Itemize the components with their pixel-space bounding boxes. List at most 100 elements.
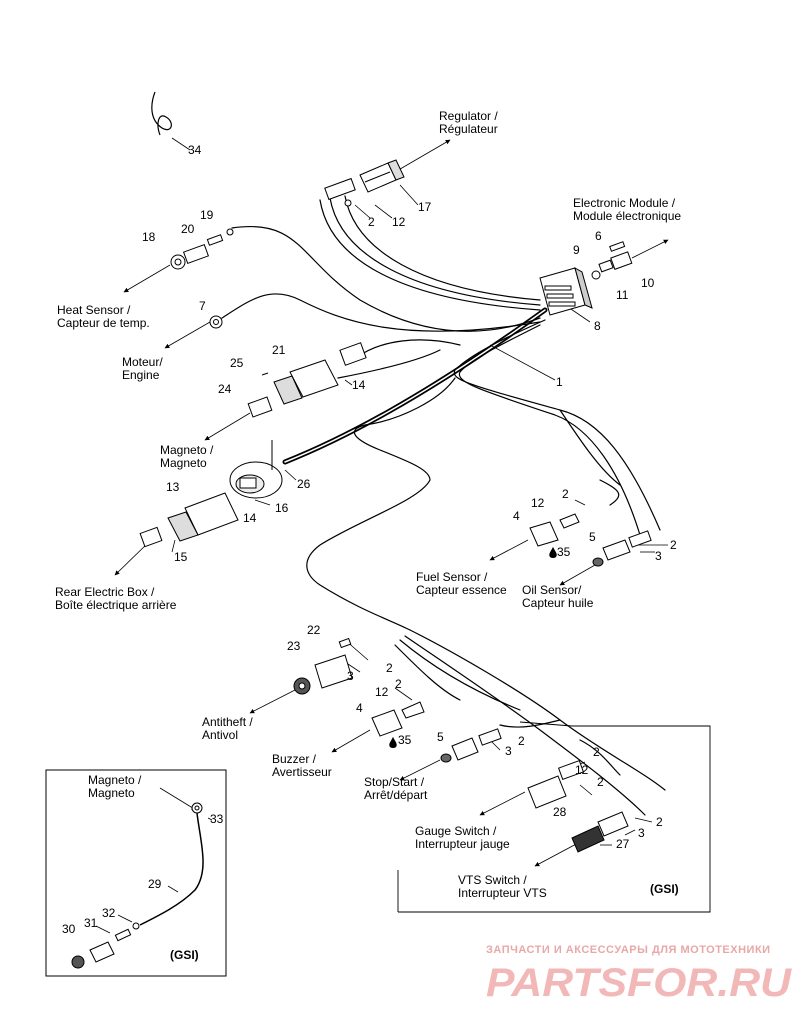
gsi-label-inset: (GSI): [170, 948, 199, 962]
label-inset-magneto-en: Magneto /: [88, 773, 142, 787]
label-buzzer-en: Buzzer /: [272, 752, 317, 766]
antitheft-connector-23: [293, 637, 353, 695]
part-number: 19: [200, 208, 214, 222]
label-oil-sensor-fr: Capteur huile: [522, 596, 594, 610]
part-number: 2: [562, 487, 569, 501]
part-number: 2: [395, 677, 402, 691]
label-regulator-fr: Régulateur: [439, 122, 498, 136]
inset-magneto-harness: [71, 802, 204, 969]
label-engine-en: Engine: [122, 368, 160, 382]
label-fuel-sensor-fr: Capteur essence: [416, 583, 507, 597]
part-number: 30: [62, 922, 76, 936]
label-regulator-en: Regulator /: [439, 109, 498, 123]
label-electronic-module-en: Electronic Module /: [573, 196, 676, 210]
gsi-inset-box: [45, 769, 227, 977]
label-rear-electric-box-fr: Boîte électrique arrière: [55, 598, 177, 612]
harness-wires: [221, 195, 666, 816]
component-labels: Regulator / Régulateur Electronic Module…: [55, 109, 681, 962]
label-vts-switch-fr: Interrupteur VTS: [458, 886, 547, 900]
label-vts-switch-en: VTS Switch /: [458, 873, 527, 887]
part-number: 14: [243, 511, 257, 525]
gsi-box-connector-line: [519, 721, 573, 727]
connector-14-lower: [139, 492, 239, 548]
part-number: 16: [275, 501, 289, 515]
label-antitheft-fr: Antivol: [202, 728, 238, 742]
part-number: 20: [181, 222, 195, 236]
vts-switch-connector-27: [571, 811, 629, 853]
part-number: 2: [597, 775, 604, 789]
part-number: 33: [210, 812, 224, 826]
part-number: 17: [418, 200, 432, 214]
label-fuel-sensor-en: Fuel Sensor /: [416, 570, 488, 584]
part-number: 12: [575, 763, 589, 777]
heat-sensor-18: [170, 228, 234, 270]
part-number: 3: [638, 826, 645, 840]
label-antitheft-en: Antitheft /: [202, 715, 253, 729]
fuel-sensor-4: [529, 513, 580, 558]
part-number: 3: [655, 549, 662, 563]
oil-sensor-5: [592, 530, 652, 567]
part-number: 23: [287, 639, 301, 653]
part-number: 4: [356, 701, 363, 715]
part-number: 28: [553, 805, 567, 819]
label-engine-fr: Moteur/: [122, 355, 163, 369]
gsi-box-right: [397, 725, 711, 913]
part-number: 3: [347, 669, 354, 683]
part-number: 27: [616, 837, 630, 851]
part-number: 13: [166, 480, 180, 494]
part-number: 9: [573, 243, 580, 257]
part-number: 2: [518, 734, 525, 748]
electronic-module-connector-8: [539, 241, 633, 316]
part-number: 10: [641, 276, 655, 290]
part-number: 15: [174, 550, 188, 564]
stop-start-connector-5: [440, 728, 502, 763]
part-number: 24: [218, 382, 232, 396]
part-number: 2: [656, 815, 663, 829]
part-number: 5: [437, 730, 444, 744]
label-electronic-module-fr: Module électronique: [573, 209, 681, 223]
part-number: 26: [297, 477, 311, 491]
watermark-logo-text: PARTSFOR.RU: [486, 961, 792, 1005]
part-numbers: 34 17 2 12 6 9 10 11 8 19 20 18 7 21 25 …: [62, 143, 677, 936]
label-magneto-en: Magneto /: [160, 443, 214, 457]
connector-14-upper: [247, 342, 367, 418]
part-number: 7: [199, 299, 206, 313]
part-number: 35: [398, 733, 412, 747]
label-gauge-switch-en: Gauge Switch /: [415, 824, 497, 838]
part-number: 25: [230, 356, 244, 370]
label-magneto-fr: Magneto: [160, 456, 207, 470]
part-number: 1: [556, 375, 563, 389]
part-number: 2: [670, 538, 677, 552]
part-number: 34: [188, 143, 202, 157]
part-number: 14: [352, 378, 366, 392]
label-inset-magneto-fr: Magneto: [88, 786, 135, 800]
watermark-tagline: ЗАПЧАСТИ И АКСЕССУАРЫ ДЛЯ МОТОТЕХНИКИ: [486, 944, 771, 956]
part-number: 18: [142, 230, 156, 244]
part-number: 35: [557, 545, 571, 559]
part-number: 2: [368, 215, 375, 229]
part-number: 21: [272, 343, 286, 357]
part-number: 6: [595, 229, 602, 243]
magneto-16: [229, 440, 283, 499]
label-buzzer-fr: Avertisseur: [272, 765, 332, 779]
part-number: 29: [148, 877, 162, 891]
label-heat-sensor-fr: Capteur de temp.: [57, 316, 150, 330]
part-number: 2: [593, 745, 600, 759]
part-number: 5: [589, 530, 596, 544]
label-stop-start-fr: Arrêt/départ: [364, 788, 428, 802]
part-number: 3: [505, 744, 512, 758]
label-heat-sensor-en: Heat Sensor /: [57, 303, 131, 317]
gauge-switch-connector-28: [527, 759, 585, 809]
part-number: 4: [513, 509, 520, 523]
label-oil-sensor-en: Oil Sensor/: [522, 583, 582, 597]
ring-terminal-7: [209, 315, 223, 329]
label-gauge-switch-fr: Interrupteur jauge: [415, 837, 510, 851]
label-stop-start-en: Stop/Start /: [364, 775, 425, 789]
label-rear-electric-box-en: Rear Electric Box /: [55, 585, 155, 599]
part-number: 22: [307, 623, 321, 637]
part-number: 12: [531, 496, 545, 510]
part-number: 12: [375, 685, 389, 699]
part-number: 11: [616, 288, 629, 302]
leader-lines: [95, 137, 669, 934]
